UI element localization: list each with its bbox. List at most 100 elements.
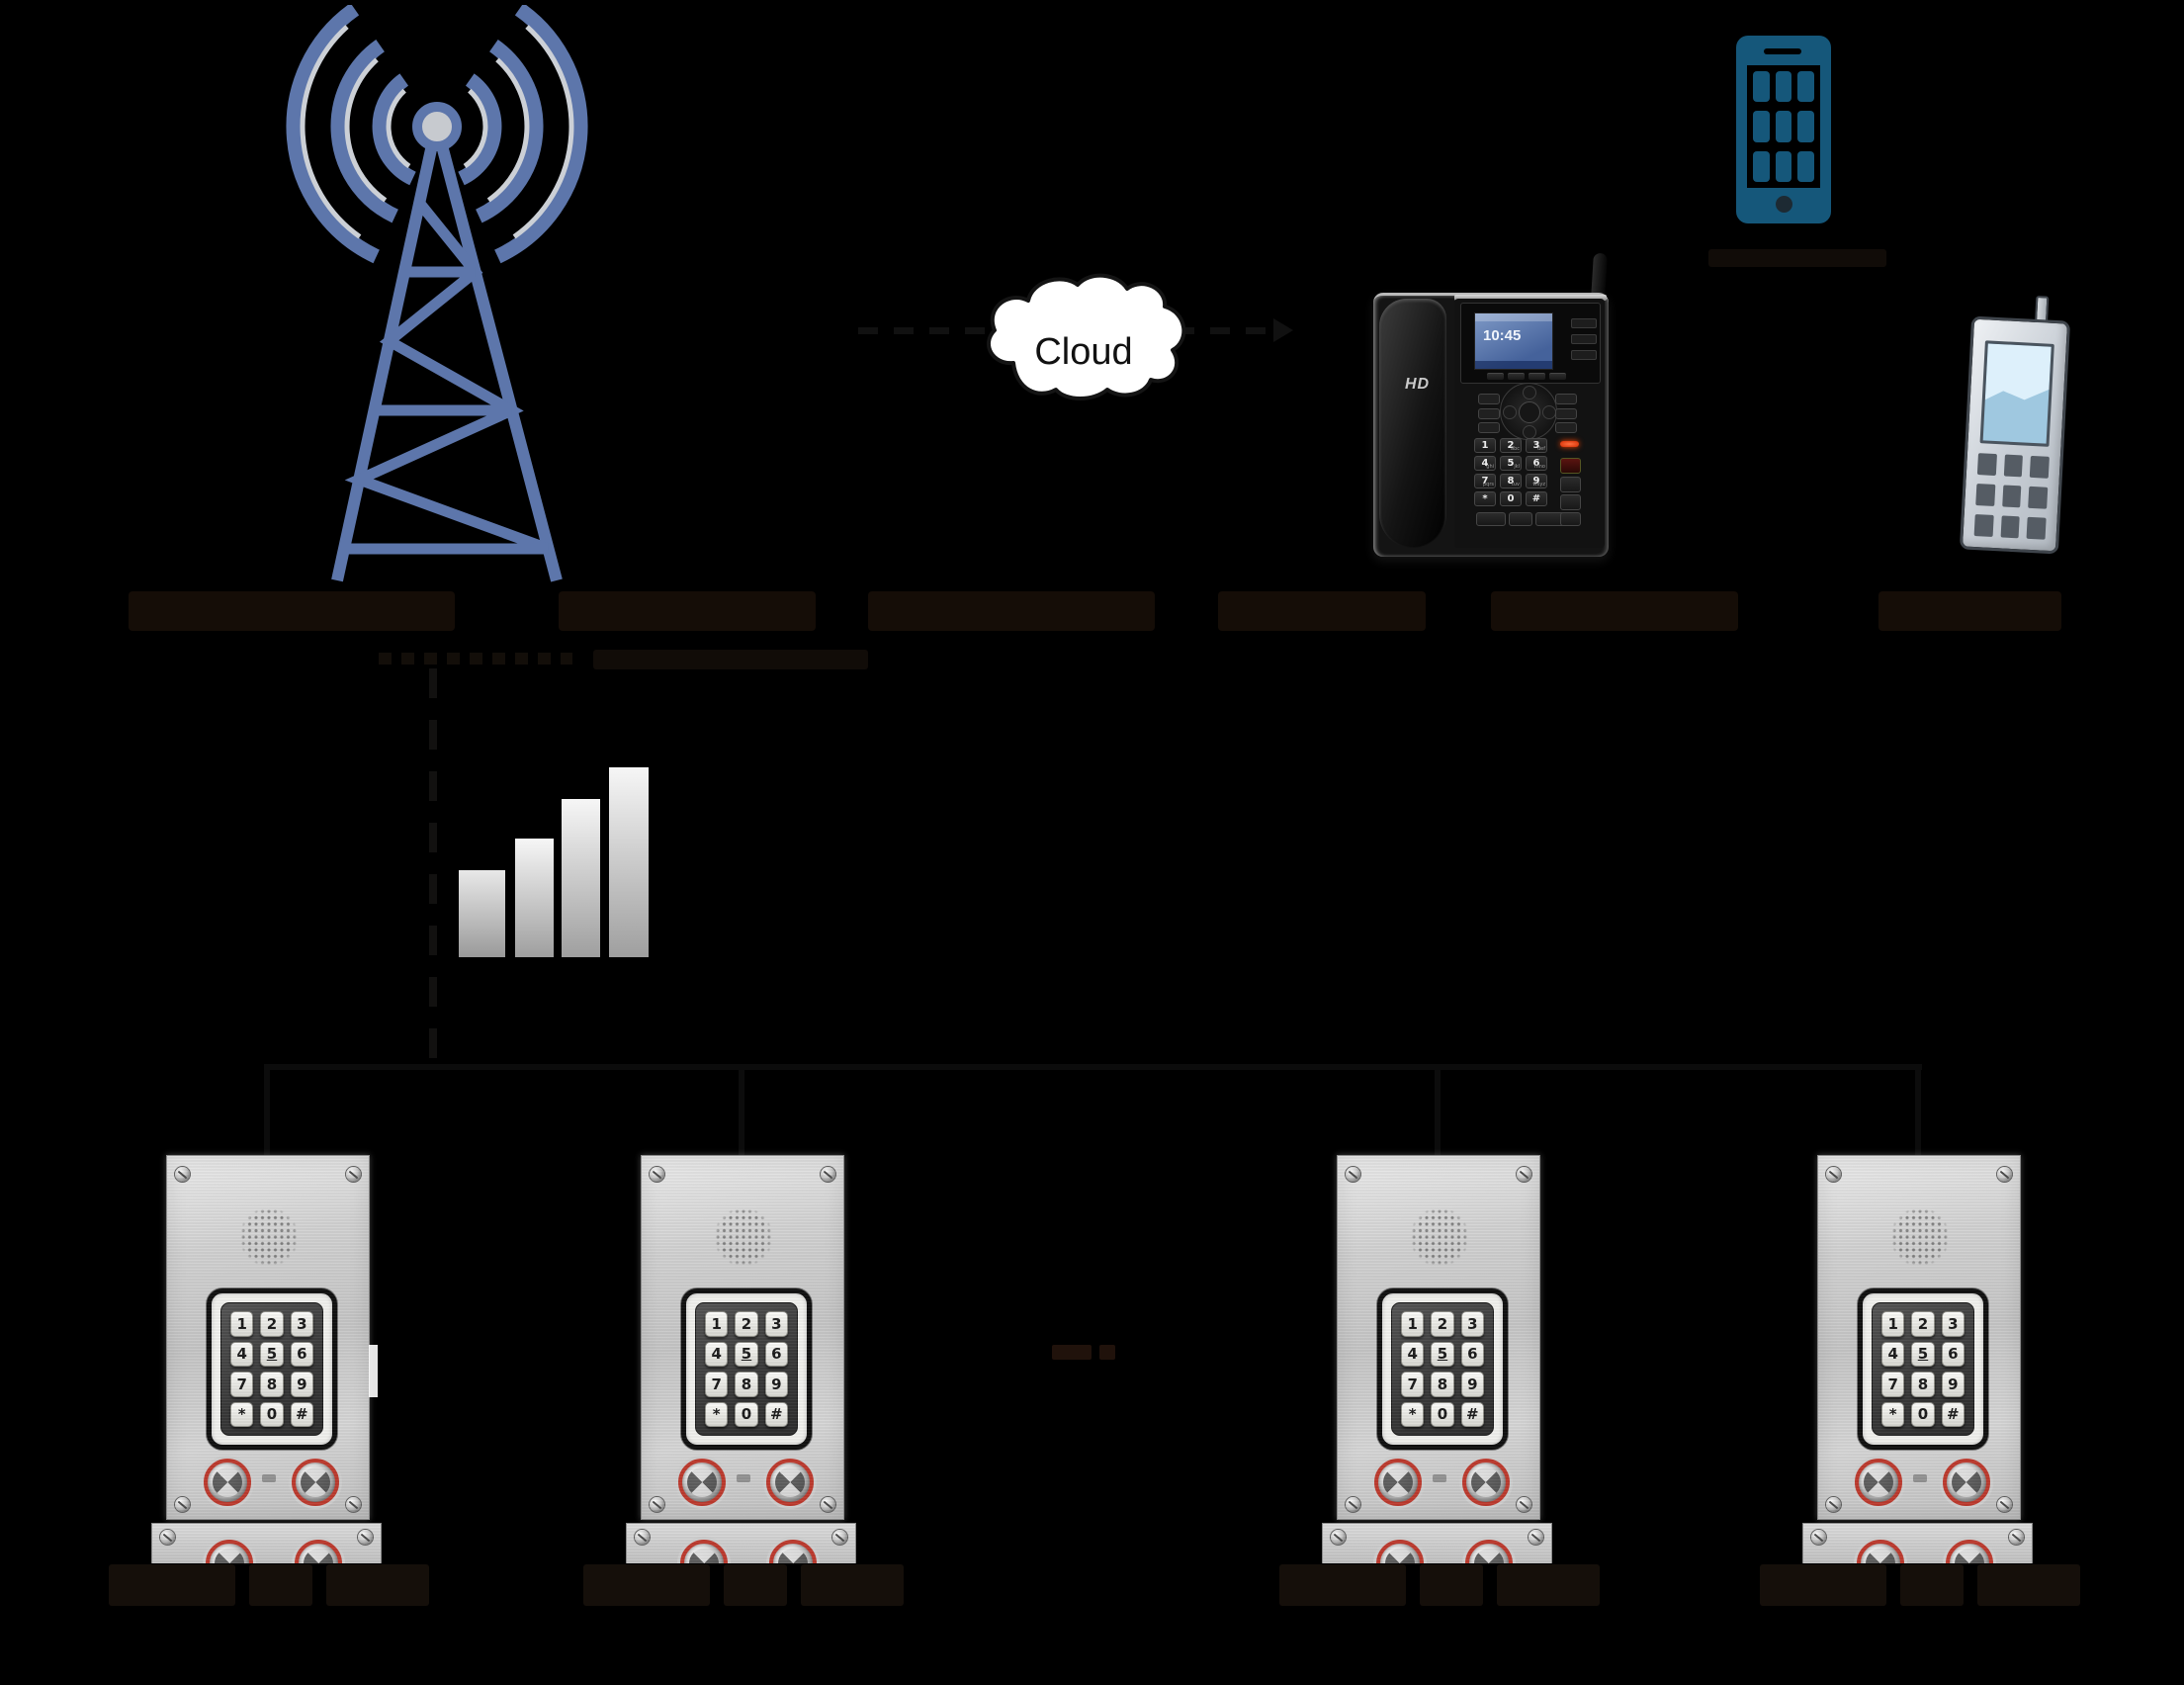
line-key bbox=[1571, 350, 1597, 360]
screw bbox=[832, 1530, 847, 1545]
intercom-key-0: 0 bbox=[260, 1401, 284, 1427]
intercom-key-2: 2 bbox=[1911, 1311, 1935, 1337]
call-button bbox=[1855, 1459, 1902, 1506]
intercom-key-3: 3 bbox=[1941, 1311, 1965, 1337]
softkey bbox=[1549, 373, 1566, 380]
intercom-key-6: 6 bbox=[1941, 1341, 1965, 1367]
screw bbox=[1517, 1497, 1531, 1512]
intercom-key-9: 9 bbox=[290, 1372, 313, 1397]
smartphone-home-button bbox=[1776, 196, 1792, 213]
intercom-key-4: 4 bbox=[230, 1341, 254, 1367]
intercom-key-2: 2 bbox=[735, 1311, 758, 1337]
bus-drop-line bbox=[264, 1064, 270, 1155]
line-key bbox=[1571, 318, 1597, 328]
link-arrowhead bbox=[1273, 318, 1293, 342]
screw bbox=[1331, 1530, 1346, 1545]
intercom-key-*: * bbox=[230, 1401, 254, 1427]
call-button bbox=[680, 1540, 728, 1563]
function-key bbox=[1555, 394, 1577, 404]
ok-key bbox=[1519, 401, 1540, 423]
call-button bbox=[204, 1459, 251, 1506]
navigation-dpad bbox=[1500, 383, 1557, 440]
intercom-key-*: * bbox=[1881, 1401, 1905, 1427]
mute-key bbox=[1509, 512, 1532, 526]
softkey bbox=[1487, 373, 1504, 380]
volume-down-key bbox=[1476, 512, 1506, 526]
intercom-key-9: 9 bbox=[764, 1372, 788, 1397]
screw bbox=[346, 1167, 361, 1182]
intercom-key-2: 2 bbox=[260, 1311, 284, 1337]
intercom-panel-partial bbox=[151, 1523, 382, 1563]
dpad-left bbox=[1503, 405, 1517, 419]
lcd-status-bar bbox=[1475, 313, 1552, 321]
screw bbox=[175, 1167, 190, 1182]
lcd-softkey-bar bbox=[1475, 361, 1552, 369]
intercom-panel-partial bbox=[626, 1523, 856, 1563]
function-key bbox=[1555, 408, 1577, 419]
hangup-key bbox=[1560, 458, 1581, 474]
intercom-key-5: 5 bbox=[1911, 1341, 1935, 1367]
speaker-grille bbox=[239, 1207, 299, 1267]
intercom-key-0: 0 bbox=[735, 1401, 758, 1427]
screw bbox=[1826, 1167, 1841, 1182]
intercom-key-3: 3 bbox=[1460, 1311, 1484, 1337]
intercom-key-4: 4 bbox=[705, 1341, 729, 1367]
speaker-key bbox=[1560, 512, 1581, 526]
illegible-intercom-label bbox=[1760, 1564, 2086, 1606]
screw bbox=[1826, 1497, 1841, 1512]
illegible-intercom-label bbox=[583, 1564, 910, 1606]
intercom-key-3: 3 bbox=[290, 1311, 313, 1337]
intercom-key-2: 2 bbox=[1431, 1311, 1454, 1337]
call-button bbox=[292, 1459, 339, 1506]
signal-bar-1 bbox=[459, 870, 505, 957]
intercom-key-8: 8 bbox=[260, 1372, 284, 1397]
intercom-key-3: 3 bbox=[764, 1311, 788, 1337]
intercom-key-5: 5 bbox=[260, 1341, 284, 1367]
screw bbox=[358, 1530, 373, 1545]
softkey bbox=[1529, 373, 1545, 380]
illegible-label-bar bbox=[593, 650, 868, 669]
more-units-ellipsis bbox=[1052, 1345, 1092, 1360]
intercom-key-4: 4 bbox=[1881, 1341, 1905, 1367]
more-units-ellipsis bbox=[1099, 1345, 1115, 1360]
cloud-shape: Cloud bbox=[987, 273, 1186, 400]
intercom-key-#: # bbox=[1460, 1401, 1484, 1427]
screw bbox=[346, 1497, 361, 1512]
phone-lcd-screen: 10:45 bbox=[1474, 312, 1553, 370]
engraved-mark bbox=[262, 1474, 276, 1482]
memory-key bbox=[1478, 422, 1500, 433]
intercom-key-1: 1 bbox=[230, 1311, 254, 1337]
signal-bar-4 bbox=[609, 767, 649, 957]
intercom-key-5: 5 bbox=[735, 1341, 758, 1367]
intercom-key-*: * bbox=[1401, 1401, 1425, 1427]
intercom-key-#: # bbox=[290, 1401, 313, 1427]
bus-drop-line bbox=[1915, 1064, 1921, 1155]
illegible-label-bar bbox=[1708, 249, 1886, 267]
smartphone-icon bbox=[1736, 36, 1831, 223]
call-button bbox=[1465, 1540, 1513, 1563]
intercom-key-7: 7 bbox=[1881, 1372, 1905, 1397]
memory-key bbox=[1478, 394, 1500, 404]
dpad-down bbox=[1523, 425, 1536, 439]
intercom-key-7: 7 bbox=[1401, 1372, 1425, 1397]
dpad-up bbox=[1523, 386, 1536, 399]
screw bbox=[650, 1497, 664, 1512]
phone-key-0: 0 bbox=[1500, 491, 1522, 506]
intercom-key-6: 6 bbox=[290, 1341, 313, 1367]
call-button bbox=[678, 1459, 726, 1506]
speaker-grille bbox=[714, 1207, 773, 1267]
screw bbox=[1997, 1167, 2012, 1182]
intercom-key-8: 8 bbox=[1911, 1372, 1935, 1397]
redial-key bbox=[1560, 477, 1581, 492]
call-button bbox=[295, 1540, 342, 1563]
